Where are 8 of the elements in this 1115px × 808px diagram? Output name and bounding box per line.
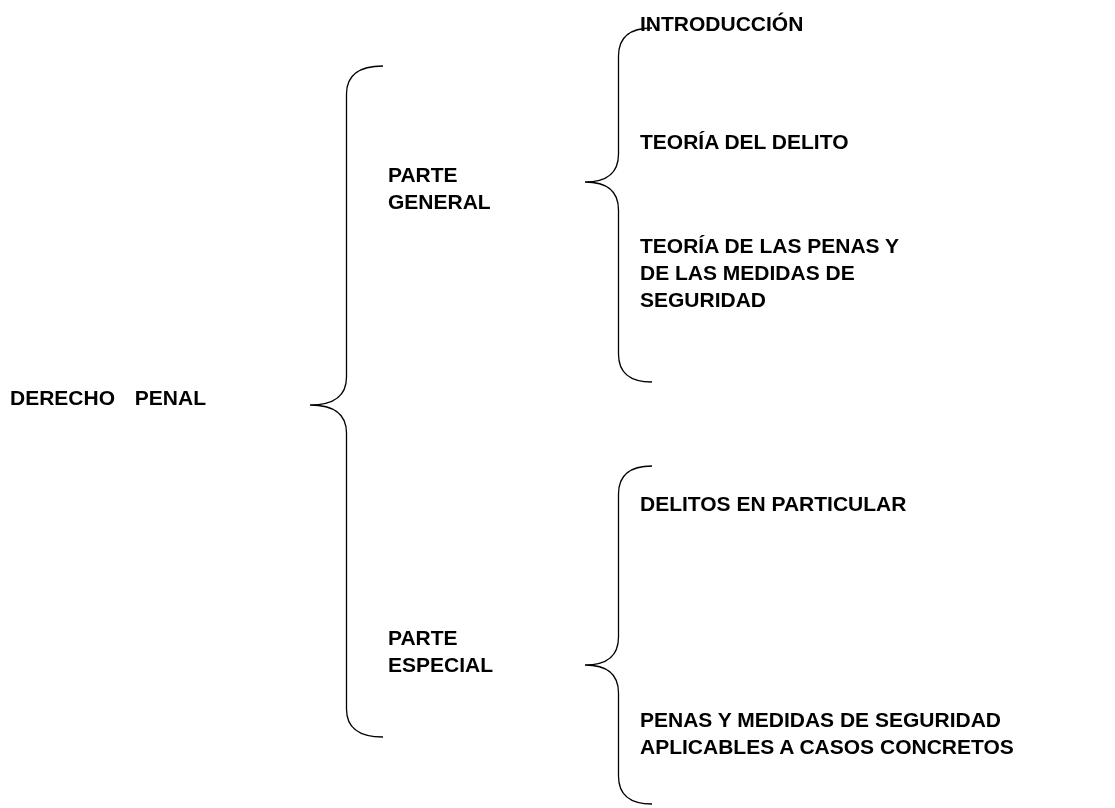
subtopic: DELITOS EN PARTICULAR bbox=[640, 491, 908, 517]
subtopic: TEORÍA DEL DELITO bbox=[640, 129, 850, 155]
subtopic: PENAS Y MEDIDAS DE SEGURIDAD APLICABLES A CASOS CONCRETOS bbox=[640, 707, 1015, 760]
branch-topic: PARTE ESPECIAL bbox=[388, 625, 495, 678]
subtopic: INTRODUCCIÓN bbox=[640, 11, 805, 37]
branch-topic: PARTE GENERAL bbox=[388, 162, 492, 215]
root-topic: DERECHO PENAL bbox=[10, 385, 208, 411]
subtopic: TEORÍA DE LAS PENAS Y DE LAS MEDIDAS DE SEGURIDAD bbox=[640, 233, 900, 313]
